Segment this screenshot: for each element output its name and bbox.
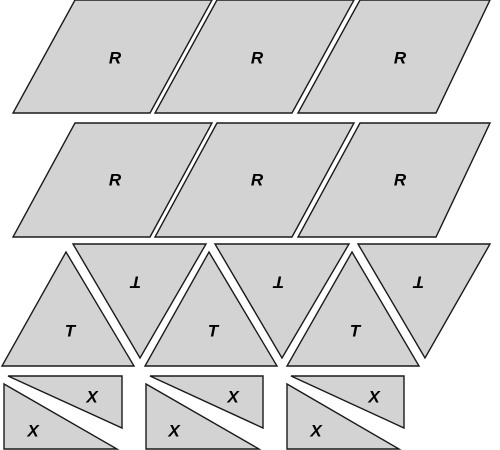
- triangle-down-shape: [356, 243, 492, 360]
- right-triangle-pair-row: X X X X X X: [3, 375, 405, 450]
- shape-label-t-inverted: T: [129, 273, 141, 292]
- shape-label-r: R: [394, 171, 407, 190]
- triangle-up-shape: [285, 250, 421, 367]
- right-triangle-upper-shape: [290, 375, 405, 430]
- parallelogram-shape: [11, 122, 214, 238]
- triangle-down-shape: [71, 243, 208, 360]
- shape-label-x: X: [167, 422, 181, 441]
- shape-label-t: T: [65, 322, 77, 341]
- shape-label-t: T: [350, 322, 362, 341]
- shape-label-x: X: [26, 422, 40, 441]
- parallelogram-shape: [296, 0, 491, 114]
- triangle-up-shape: [143, 250, 279, 367]
- shape-label-t: T: [208, 322, 220, 341]
- right-triangle-lower-shape: [3, 382, 120, 450]
- parallelogram-shape: [153, 122, 356, 238]
- parallelogram-shape: [296, 122, 492, 238]
- shape-label-r: R: [109, 171, 122, 190]
- right-triangle-lower-shape: [145, 382, 262, 450]
- shape-label-r: R: [251, 171, 264, 190]
- parallelogram-row-2: R R R: [11, 122, 492, 238]
- parallelogram-row-1: R R R: [11, 0, 491, 114]
- shape-label-t-inverted: T: [412, 273, 424, 292]
- shape-label-r: R: [394, 49, 407, 68]
- triangle-up-shape: [0, 250, 136, 367]
- triangle-row: T T T T T T: [0, 243, 492, 367]
- shape-label-x: X: [85, 388, 99, 407]
- shape-label-x: X: [226, 388, 240, 407]
- parallelogram-shape: [11, 0, 213, 114]
- right-triangle-upper-shape: [7, 375, 123, 430]
- shape-label-r: R: [109, 49, 122, 68]
- shape-label-x: X: [367, 388, 381, 407]
- parallelogram-shape: [153, 0, 355, 114]
- shape-label-t-inverted: T: [272, 273, 284, 292]
- right-triangle-upper-shape: [149, 375, 264, 430]
- right-triangle-lower-shape: [286, 382, 402, 450]
- shape-label-r: R: [251, 49, 264, 68]
- triangle-down-shape: [213, 243, 351, 360]
- shape-label-x: X: [309, 422, 323, 441]
